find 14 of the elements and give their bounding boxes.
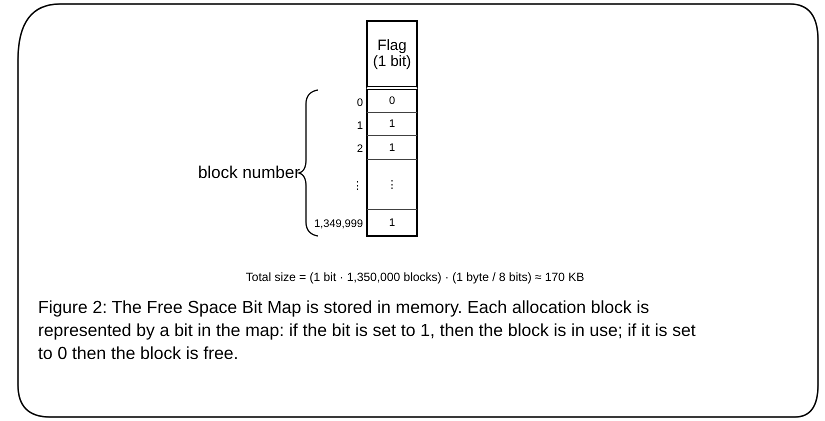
table-cell: 1 <box>366 113 418 136</box>
row-index: 0 <box>356 96 363 110</box>
row-index: 2 <box>356 142 363 156</box>
row-index: ⋮ <box>351 178 363 194</box>
table-cell: ⋮ <box>366 160 418 210</box>
table-cell: 1 <box>366 136 418 160</box>
formula-note: Total size = (1 bit · 1,350,000 blocks) · (1 byte / 8 bits) ≈ 170 KB <box>244 269 586 286</box>
column-header: Flag (1 bit) <box>366 20 418 90</box>
row-index: 1,349,999 <box>313 217 363 232</box>
row-index: 1 <box>356 118 363 134</box>
table-cell: 0 <box>366 90 418 113</box>
figure-caption: Figure 2: The Free Space Bit Map is stored in memory. Each allocation block is represented by a bit in the map: if the bit is set to 1, then the block is in use; if it is set to 0 then the block is free. <box>38 296 697 365</box>
axis-label: block number <box>196 162 300 184</box>
table-cell: 1 <box>366 210 418 237</box>
